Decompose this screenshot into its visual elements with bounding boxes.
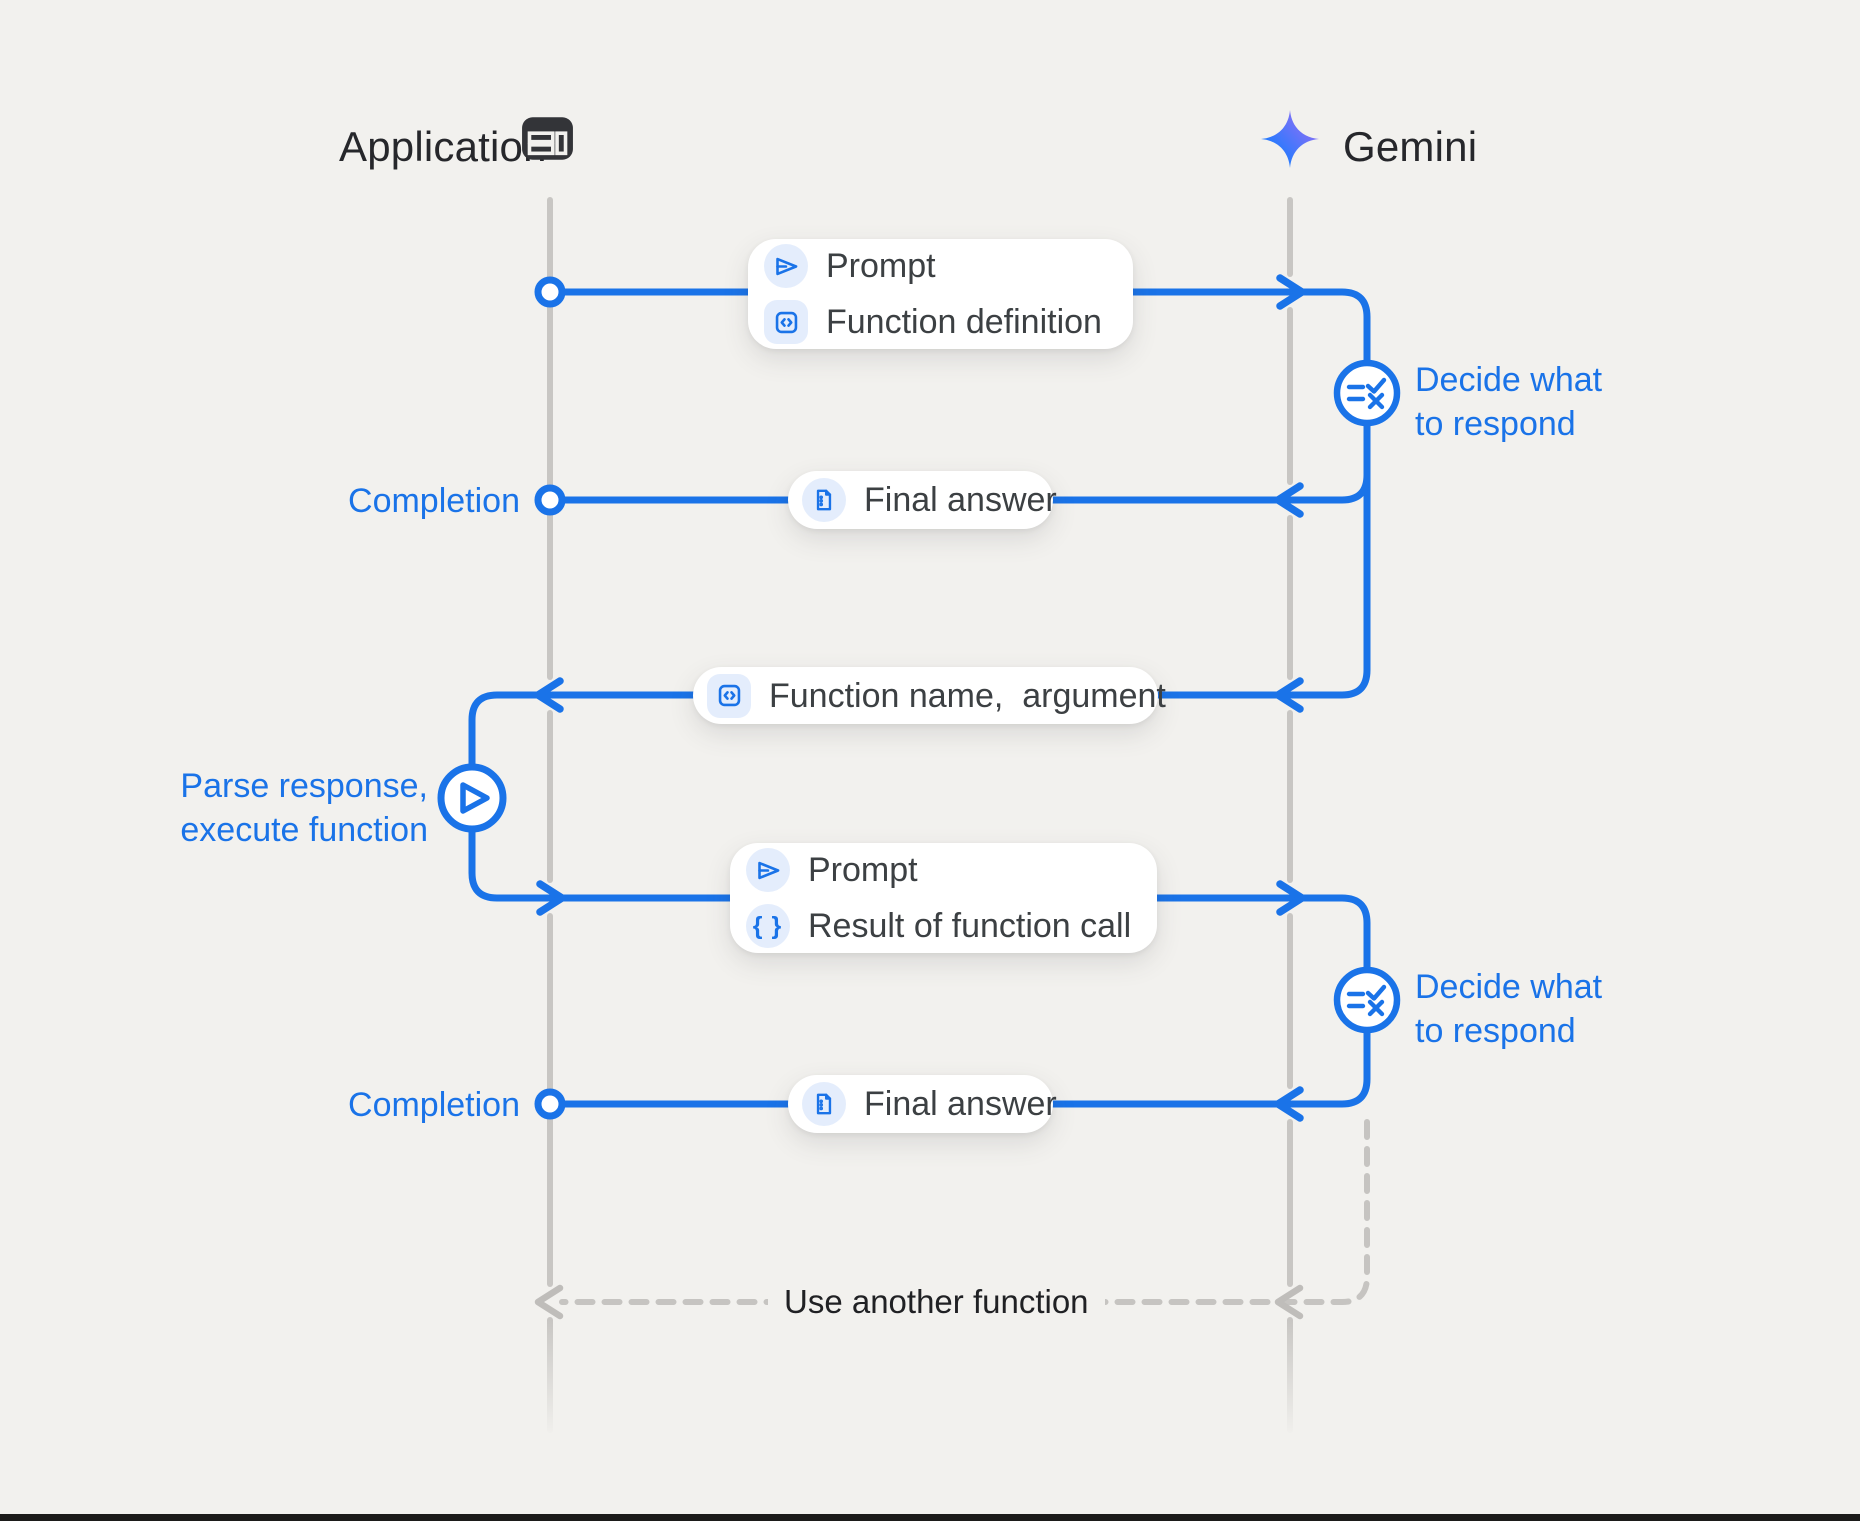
gemini-sparkle-icon [1261,110,1319,168]
app-window-icon [522,117,573,160]
loop-dashed-path [559,1119,1370,1305]
flow-final-answer1-branch [546,471,1371,504]
rule-icon [1346,377,1387,410]
code-icon [707,673,751,718]
end-node-completion1 [534,484,566,516]
document-icon [802,1082,846,1126]
bottom-bar [0,1514,1860,1521]
actor-application-label: Application [339,123,547,170]
decide-label-2: Decide what to respond [1415,968,1603,1050]
message-function-name-argument: Function name, argument [693,667,1166,724]
message-row: { } Result of function call [746,904,1133,948]
send-icon [746,848,790,892]
message-final-answer-2: Final answer [788,1075,1057,1133]
decide-node-1 [1333,359,1401,427]
message-row: Prompt [764,244,1109,288]
code-icon [764,300,808,344]
arrowhead-left-funcname-app [534,677,564,713]
loop-label: Use another function [768,1282,1105,1322]
arrowhead-right-prompt1 [1276,274,1306,310]
arrowhead-loop-gemini [1274,1284,1304,1320]
execute-node [437,763,507,833]
rule-icon [1346,984,1387,1017]
end-node-completion2 [534,1088,566,1120]
message-prompt-function-definition: Prompt Function definition [748,239,1133,349]
send-icon [764,244,808,288]
actor-gemini-label: Gemini [1343,123,1478,170]
parse-execute-label: Parse response, execute function [180,767,428,849]
arrowhead-left-final1 [1274,482,1304,518]
completion-label-1: Completion [348,482,520,520]
braces-icon: { } [746,904,790,948]
arrowhead-loop-app [534,1284,564,1320]
message-final-answer-1: Final answer [788,471,1057,529]
play-icon [460,782,490,814]
decide-node-2 [1333,966,1401,1034]
completion-label-2: Completion [348,1086,520,1124]
message-prompt-result: Prompt { } Result of function call [730,843,1157,953]
decide-label-1: Decide what to respond [1415,361,1603,443]
start-node-prompt1 [534,276,566,308]
arrowhead-left-final2 [1274,1086,1304,1122]
arrowhead-right-prompt2-gemini [1276,880,1306,916]
message-row: Prompt [746,848,1133,892]
arrowhead-right-prompt2-app [536,880,566,916]
document-icon [802,478,846,522]
arrowhead-left-funcname-gemini [1274,677,1304,713]
message-row: Function definition [764,300,1109,344]
